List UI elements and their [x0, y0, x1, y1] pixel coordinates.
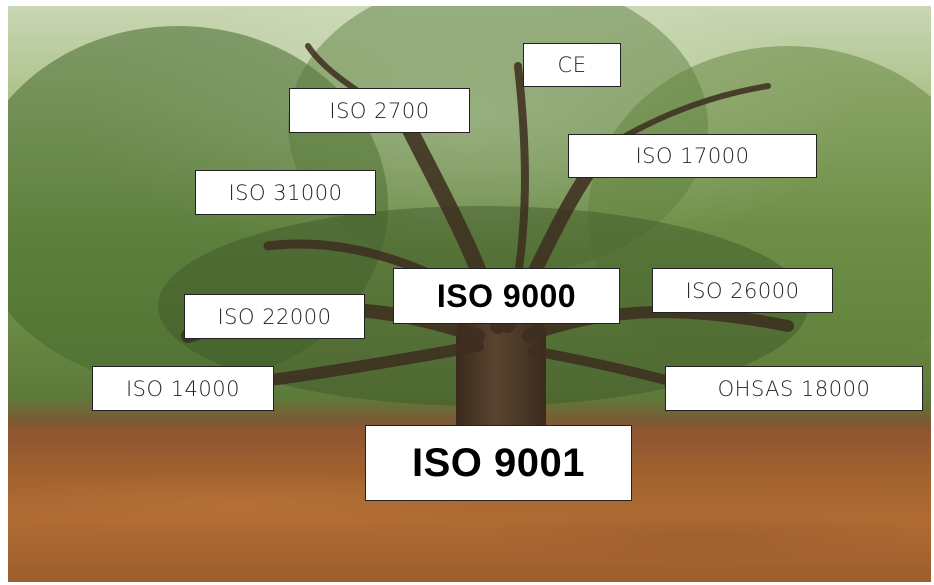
label-iso-17000: ISO 17000: [568, 134, 817, 178]
label-iso-26000: ISO 26000: [652, 268, 833, 313]
label-iso-14000: ISO 14000: [92, 366, 274, 411]
label-iso-31000: ISO 31000: [195, 170, 376, 215]
label-iso-9000: ISO 9000: [393, 268, 620, 324]
label-iso-9001: ISO 9001: [365, 425, 632, 501]
label-iso-22000: ISO 22000: [184, 294, 365, 339]
label-iso-2700: ISO 2700: [289, 88, 470, 133]
label-ce: CE: [523, 43, 621, 87]
canopy-shade: [588, 46, 931, 386]
label-ohsas-18000: OHSAS 18000: [665, 366, 923, 411]
